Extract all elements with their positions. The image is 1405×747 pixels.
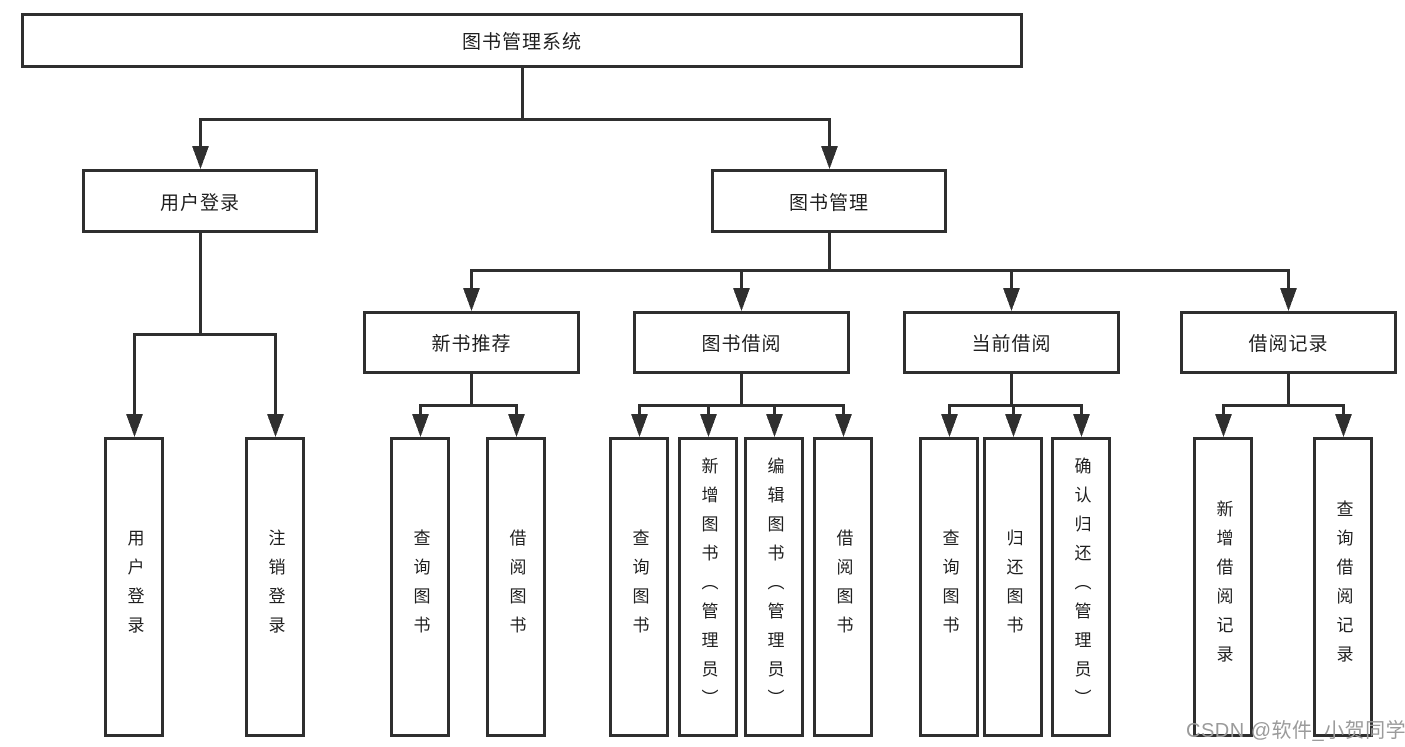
leaf-user-login-label: 用户登录 bbox=[124, 529, 144, 645]
arrowhead bbox=[941, 414, 958, 437]
leaf-user-login: 用户登录 bbox=[104, 437, 164, 737]
arrowhead bbox=[508, 414, 525, 437]
arrowhead bbox=[412, 414, 429, 437]
leaf-query-book-recommend: 查询图书 bbox=[390, 437, 450, 737]
arrowhead bbox=[1073, 414, 1090, 437]
arrowhead bbox=[463, 288, 480, 311]
arrowhead bbox=[631, 414, 648, 437]
leaf-query-book-current-label: 查询图书 bbox=[939, 529, 959, 645]
leaf-query-book-borrow: 查询图书 bbox=[609, 437, 669, 737]
node-book-management-label: 图书管理 bbox=[788, 192, 869, 214]
node-book-borrow-label: 图书借阅 bbox=[701, 334, 782, 355]
arrowhead bbox=[1005, 414, 1022, 437]
node-root: 图书管理系统 bbox=[21, 13, 1023, 68]
node-book-borrow: 图书借阅 bbox=[633, 311, 850, 374]
leaf-add-borrow-record: 新增借阅记录 bbox=[1193, 437, 1253, 737]
arrowhead bbox=[1335, 414, 1352, 437]
node-new-book-recommend-label: 新书推荐 bbox=[431, 334, 512, 355]
node-user-login-label: 用户登录 bbox=[159, 192, 240, 214]
leaf-query-borrow-record-label: 查询借阅记录 bbox=[1333, 500, 1353, 674]
leaf-borrow-book: 借阅图书 bbox=[813, 437, 873, 737]
leaf-logout-label: 注销登录 bbox=[265, 529, 285, 645]
arrowhead bbox=[126, 414, 143, 437]
node-borrow-records: 借阅记录 bbox=[1180, 311, 1397, 374]
node-borrow-records-label: 借阅记录 bbox=[1248, 334, 1329, 355]
leaf-query-book-borrow-label: 查询图书 bbox=[629, 529, 649, 645]
arrowhead bbox=[1003, 288, 1020, 311]
arrowhead bbox=[835, 414, 852, 437]
leaf-query-borrow-record: 查询借阅记录 bbox=[1313, 437, 1373, 737]
leaf-query-book-current: 查询图书 bbox=[919, 437, 979, 737]
leaf-borrow-book-recommend-label: 借阅图书 bbox=[506, 529, 526, 645]
leaf-add-book-admin: 新增图书（管理员） bbox=[678, 437, 738, 737]
leaf-edit-book-admin-label: 编辑图书（管理员） bbox=[764, 456, 784, 718]
leaf-return-book-label: 归还图书 bbox=[1003, 529, 1023, 645]
watermark: CSDN @软件_小贺同学 bbox=[1186, 720, 1405, 742]
leaf-borrow-book-recommend: 借阅图书 bbox=[486, 437, 546, 737]
node-book-management: 图书管理 bbox=[711, 169, 947, 233]
arrowhead bbox=[192, 146, 209, 169]
arrowhead bbox=[1215, 414, 1232, 437]
node-root-label: 图书管理系统 bbox=[461, 32, 582, 53]
leaf-edit-book-admin: 编辑图书（管理员） bbox=[744, 437, 804, 737]
leaf-query-book-recommend-label: 查询图书 bbox=[410, 529, 430, 645]
arrowhead bbox=[766, 414, 783, 437]
leaf-confirm-return-admin-label: 确认归还（管理员） bbox=[1071, 456, 1091, 718]
leaf-add-borrow-record-label: 新增借阅记录 bbox=[1213, 500, 1233, 674]
arrowhead bbox=[1280, 288, 1297, 311]
arrowhead bbox=[267, 414, 284, 437]
leaf-borrow-book-label: 借阅图书 bbox=[833, 529, 853, 645]
node-user-login: 用户登录 bbox=[82, 169, 318, 233]
node-current-borrow: 当前借阅 bbox=[903, 311, 1120, 374]
leaf-return-book: 归还图书 bbox=[983, 437, 1043, 737]
node-current-borrow-label: 当前借阅 bbox=[971, 334, 1052, 355]
node-new-book-recommend: 新书推荐 bbox=[363, 311, 580, 374]
arrowhead bbox=[821, 146, 838, 169]
leaf-add-book-admin-label: 新增图书（管理员） bbox=[698, 456, 718, 718]
arrowhead bbox=[700, 414, 717, 437]
arrowhead bbox=[733, 288, 750, 311]
leaf-confirm-return-admin: 确认归还（管理员） bbox=[1051, 437, 1111, 737]
leaf-logout: 注销登录 bbox=[245, 437, 305, 737]
